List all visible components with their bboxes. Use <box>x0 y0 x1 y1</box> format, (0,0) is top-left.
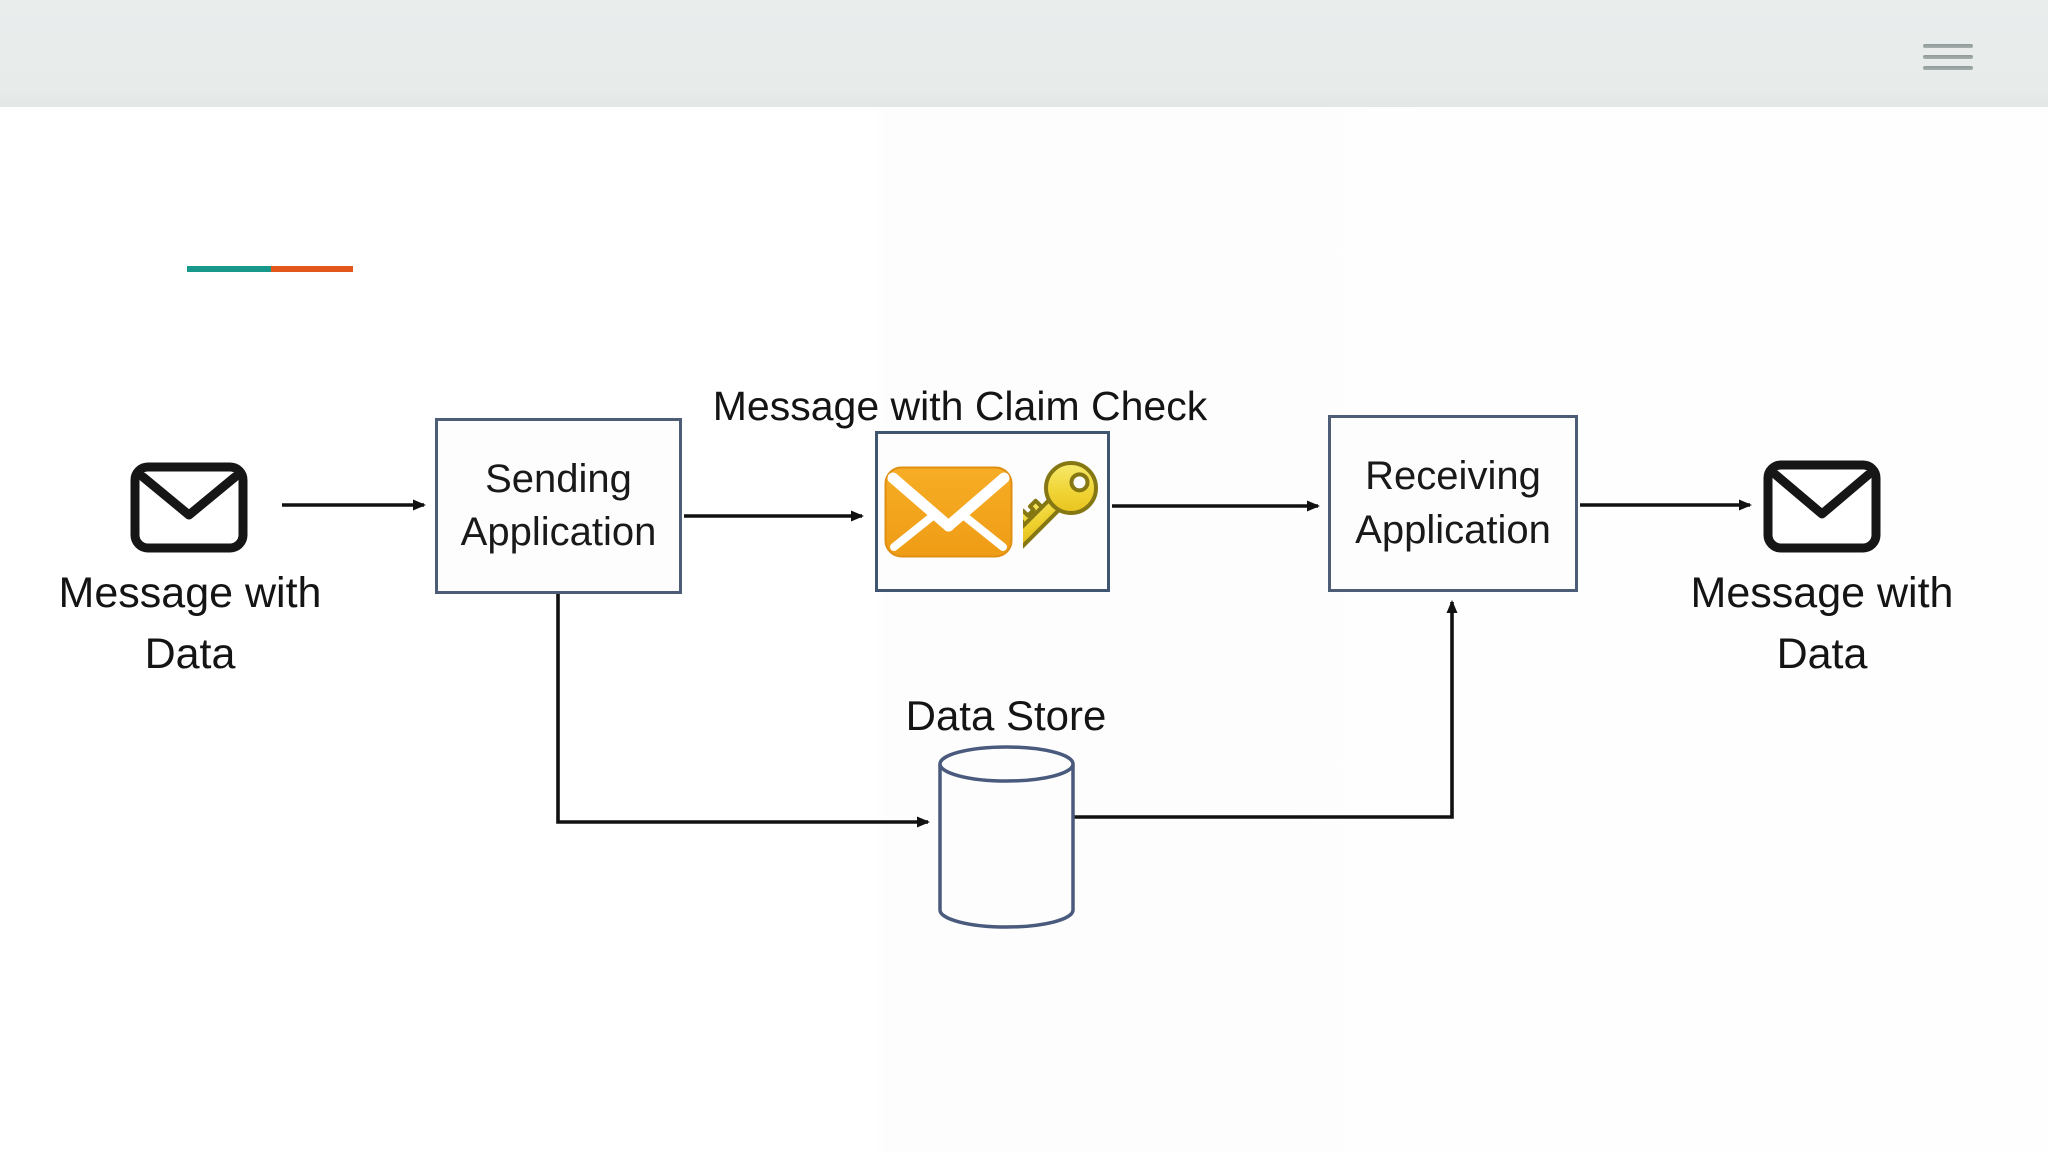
data-store-label: Data Store <box>905 692 1107 739</box>
receiving-application-label-line2: Application <box>1355 507 1551 552</box>
accent-divider <box>187 266 353 272</box>
sending-application-label-line2: Application <box>460 510 657 554</box>
right-message-label-line1: Message with <box>1690 569 1954 617</box>
receiving-application-box: Receiving Application <box>1328 415 1578 592</box>
hamburger-line <box>1923 44 1973 48</box>
arrow-datastore-to-receiving <box>1073 600 1458 819</box>
right-message-label: Message with Data <box>1672 563 1972 685</box>
sending-application-label-line1: Sending <box>485 456 632 501</box>
accent-divider-orange-segment <box>271 266 353 272</box>
top-header-bar <box>0 0 2048 107</box>
hamburger-line <box>1923 55 1973 59</box>
database-cylinder-icon <box>938 745 1075 929</box>
left-message-label-line2: Data <box>144 630 236 679</box>
left-message-label: Message with Data <box>40 563 340 685</box>
hamburger-line <box>1923 66 1973 70</box>
key-icon <box>1023 460 1098 550</box>
message-envelope-icon <box>130 462 248 553</box>
sending-application-box: Sending Application <box>435 418 682 594</box>
orange-envelope-icon <box>884 466 1013 557</box>
left-message-label-line1: Message with <box>58 569 322 617</box>
receiving-application-label-line1: Receiving <box>1365 454 1541 499</box>
claim-check-box <box>875 431 1110 592</box>
message-envelope-icon <box>1763 460 1881 553</box>
claim-check-title: Message with Claim Check <box>712 383 1208 429</box>
hamburger-menu-icon[interactable] <box>1923 44 1975 70</box>
right-message-label-line2: Data <box>1776 630 1868 679</box>
accent-divider-teal-segment <box>187 266 271 272</box>
arrow-sending-to-datastore <box>556 594 930 828</box>
